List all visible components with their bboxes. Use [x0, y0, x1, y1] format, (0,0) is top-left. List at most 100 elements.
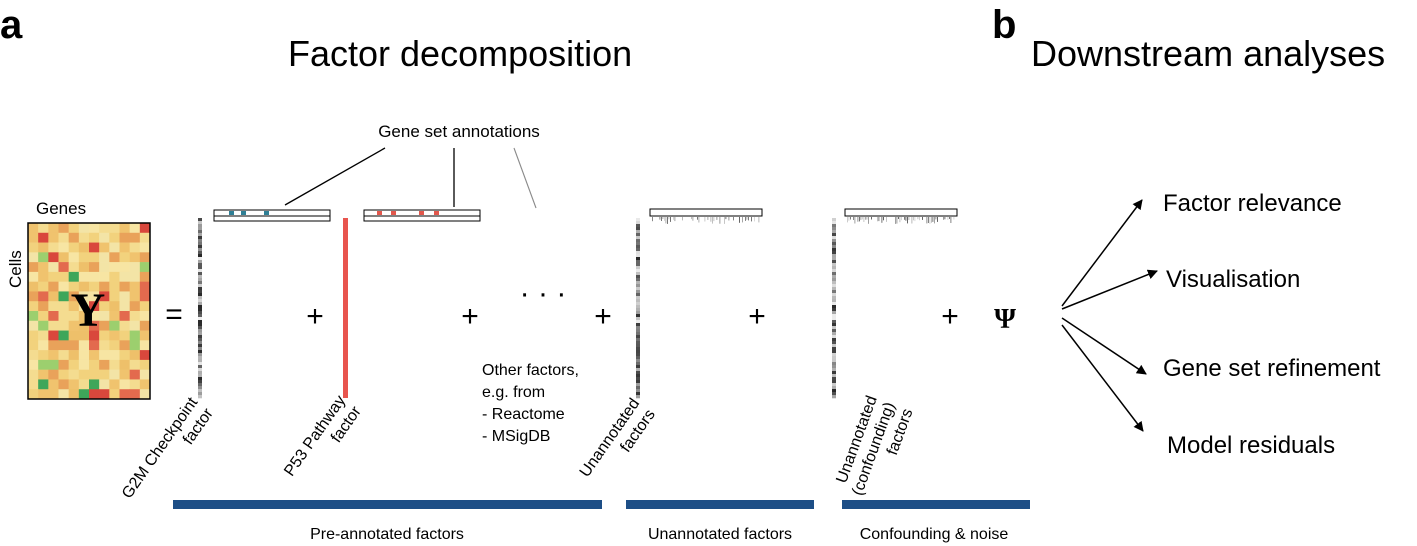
heatmap-cell — [119, 242, 130, 253]
heatmap-cell — [89, 252, 100, 263]
heatmap-cell — [99, 359, 110, 370]
heatmap-cell — [99, 369, 110, 380]
g2m-stripe — [198, 380, 202, 384]
confounding-weights-ticks — [847, 217, 955, 224]
plus-sign-2: + — [461, 300, 479, 333]
other-factors-line3: - Reactome — [482, 406, 565, 423]
heatmap-cell — [28, 262, 39, 273]
heatmap-cell — [99, 232, 110, 243]
heatmap-cell — [58, 281, 69, 292]
confounding-stripe — [832, 380, 836, 384]
confounding-stripe — [832, 320, 836, 324]
heatmap-cell — [99, 320, 110, 331]
unannotated-stripe — [636, 218, 640, 222]
heatmap-cell — [129, 232, 141, 243]
confounding-stripe — [832, 377, 836, 381]
unannotated-stripe — [636, 380, 640, 384]
unannotated-stripe — [636, 236, 640, 240]
heatmap-cell — [78, 242, 90, 253]
heatmap-cell — [28, 320, 39, 331]
g2m-stripe — [198, 269, 202, 273]
heatmap-cell — [48, 350, 59, 361]
confounding-tick — [863, 217, 865, 222]
heatmap-cell — [89, 359, 100, 370]
unannotated-weights-bar — [649, 208, 763, 217]
heatmap-cell — [139, 262, 151, 273]
g2m-stripe — [198, 230, 202, 234]
confounding-stripe — [832, 260, 836, 264]
unannotated-stripe — [636, 323, 640, 327]
heatmap-cell — [109, 359, 120, 370]
heatmap-cell — [119, 223, 130, 234]
confounding-stripe — [832, 254, 836, 258]
g2m-weights-bar — [213, 209, 331, 222]
confounding-tick — [907, 217, 908, 224]
panel-a-letter: a — [0, 3, 23, 47]
confounding-tick — [866, 217, 868, 220]
confounding-tick — [922, 217, 923, 220]
unannotated-stripe — [636, 383, 640, 387]
heatmap-cell — [78, 291, 90, 302]
heatmap-cell — [58, 252, 69, 263]
heatmap-cell — [78, 330, 90, 341]
g2m-stripe — [198, 248, 202, 252]
group-label-confounding: Confounding & noise — [860, 526, 1009, 543]
heatmap-cell — [28, 369, 39, 380]
g2m-stripe — [198, 338, 202, 342]
unannotated-stripe — [636, 317, 640, 321]
confounding-activation-column — [832, 218, 836, 399]
g2m-stripe — [198, 224, 202, 228]
heatmap-cell — [139, 330, 151, 341]
g2m-stripe — [198, 344, 202, 348]
confounding-tick — [935, 217, 937, 220]
equals-sign: = — [165, 298, 183, 331]
unannotated-tick — [665, 217, 667, 224]
heatmap-cell — [109, 379, 120, 390]
heatmap-cell — [78, 389, 90, 400]
unannotated-stripe — [636, 266, 640, 270]
unannotated-stripe — [636, 356, 640, 360]
heatmap-cell — [38, 262, 49, 273]
confounding-tick — [913, 217, 914, 221]
confounding-tick — [848, 217, 850, 221]
heatmap-cell — [58, 330, 69, 341]
heatmap-cell — [129, 311, 141, 322]
confounding-stripe — [832, 263, 836, 267]
heatmap-cell — [109, 262, 120, 273]
heatmap-cell — [89, 281, 100, 292]
confounding-stripe — [832, 308, 836, 312]
heatmap-cell — [38, 291, 49, 302]
g2m-stripe — [198, 389, 202, 393]
heatmap-cell — [58, 350, 69, 361]
heatmap-cell — [28, 379, 39, 390]
confounding-stripe — [832, 359, 836, 363]
g2m-stripe — [198, 341, 202, 345]
heatmap-cell — [58, 359, 69, 370]
heatmap-cell — [78, 232, 90, 243]
heatmap-cell — [78, 350, 90, 361]
heatmap-cell — [68, 379, 80, 390]
g2m-stripe — [198, 296, 202, 300]
heatmap-cell — [48, 359, 59, 370]
confounding-tick — [949, 217, 950, 219]
g2m-stripe — [198, 266, 202, 270]
heatmap-cell — [68, 232, 80, 243]
unannotated-tick — [719, 217, 721, 224]
confounding-stripe — [832, 338, 836, 342]
g2m-stripe — [198, 302, 202, 306]
heatmap-cell — [28, 232, 39, 243]
confounding-tick — [917, 217, 919, 220]
panel-a-title: Factor decomposition — [288, 33, 632, 74]
heatmap-cell — [119, 232, 130, 243]
confounding-tick — [928, 217, 929, 223]
heatmap-cell — [119, 291, 130, 302]
g2m-stripe — [198, 356, 202, 360]
confounding-stripe — [832, 257, 836, 261]
confounding-tick — [898, 217, 899, 219]
unannotated-tick — [682, 217, 683, 221]
heatmap-cell — [38, 271, 49, 282]
heatmap-cell — [129, 252, 141, 263]
confounding-stripe — [832, 233, 836, 237]
g2m-stripe — [198, 272, 202, 276]
heatmap-cell — [119, 340, 130, 351]
